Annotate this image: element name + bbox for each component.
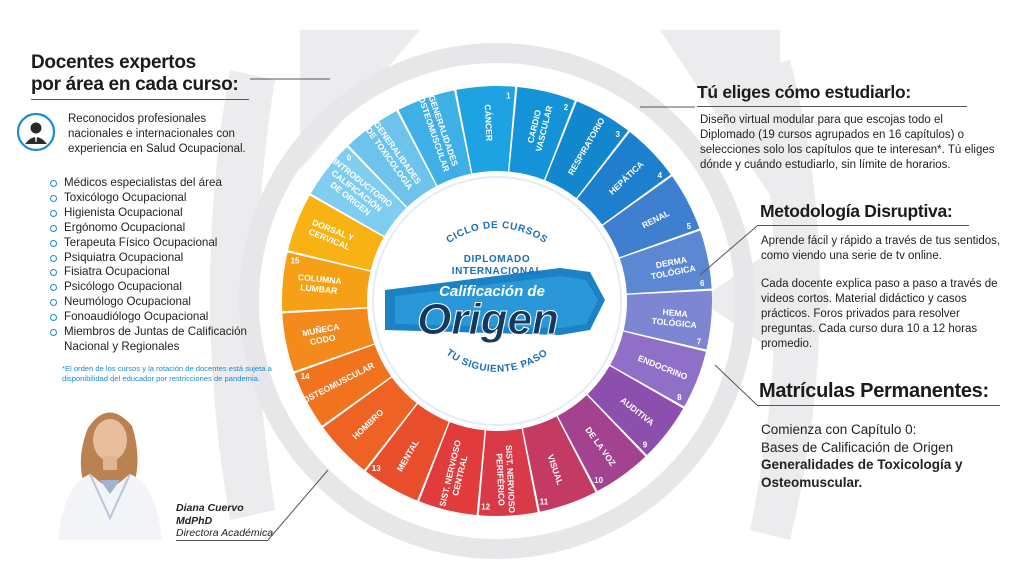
ring-label: SIST. NERVIOSOPERIFÉRICO: [494, 445, 517, 514]
ring-number: 8: [677, 393, 682, 402]
study-underline: [697, 106, 967, 107]
director-caption: Diana Cuervo MdPhD Directora Académica: [176, 502, 273, 540]
ring-segment: [323, 377, 417, 471]
specialist-item: Miembros de Juntas de Calificación: [50, 325, 280, 340]
center-line1: DIPLOMADO: [464, 254, 531, 265]
director-name: Diana Cuervo: [176, 502, 244, 514]
ring-number: 7: [697, 338, 702, 347]
experts-heading: Docentes expertos por área en cada curso…: [31, 52, 239, 96]
ring-segment: [623, 290, 712, 350]
center-emblem: [385, 268, 605, 335]
experts-heading-line1: Docentes expertos: [31, 52, 196, 73]
specialist-item: Psicólogo Ocupacional: [50, 280, 280, 295]
ring-segment: [398, 90, 472, 186]
study-text: Diseño virtual modular para que escojas …: [700, 114, 995, 171]
ring-number: 2: [564, 103, 569, 112]
person-icon: [16, 112, 56, 152]
ring-segment: [456, 86, 516, 174]
method-text-2: Cada docente explica paso a paso a travé…: [761, 278, 998, 350]
specialist-item: Neumólogo Ocupacional: [50, 295, 280, 310]
ring-segment: [610, 331, 706, 407]
center-line2: INTERNACIONAL: [452, 266, 543, 277]
method-underline: [757, 225, 969, 226]
ring-segment: [557, 395, 646, 492]
enroll-text: Comienza con Capítulo 0: Bases de Califi…: [761, 421, 1016, 491]
ring-segment: [478, 428, 538, 516]
ring-number: 1: [506, 91, 511, 100]
ring-number: 6: [700, 279, 705, 288]
ring-segment: [310, 146, 407, 236]
ring-label: COLUMNALUMBAR: [296, 272, 342, 296]
ring-number: 12: [481, 503, 490, 512]
ring-number: 5: [687, 222, 692, 231]
logo-big-text: Origen: [417, 295, 559, 344]
ring-segment: [294, 344, 392, 426]
experts-heading-line2: por área en cada curso:: [31, 74, 239, 95]
specialist-item: Nacional y Regionales: [64, 339, 180, 353]
ring-number: 15: [291, 256, 300, 265]
method-text-1: Aprende fácil y rápido a través de tus s…: [761, 235, 1001, 262]
ring-number: 11: [540, 498, 549, 507]
ring-segment: [419, 422, 485, 516]
specialist-item: Higienista Ocupacional: [50, 206, 280, 221]
ring-segment: [522, 416, 596, 512]
specialist-item: Fisiatra Ocupacional: [50, 265, 280, 280]
specialist-item: Psiquiatra Ocupacional: [50, 251, 280, 266]
ring-number: 14: [301, 372, 310, 381]
availability-note: *El orden de los cursos y la rotación de…: [62, 364, 272, 383]
enroll-bold2: Osteomuscular.: [761, 474, 863, 490]
ring-number: 9: [643, 440, 648, 449]
ring-number: 0: [347, 154, 352, 163]
logo-small-text: Calificación de: [439, 283, 545, 300]
logo-sub-text: Ocupacional: [521, 338, 576, 348]
enroll-heading: Matrículas Permanentes:: [759, 380, 989, 402]
enroll-line1: Comienza con Capítulo 0:: [761, 422, 917, 437]
ring-segment: [602, 176, 700, 258]
ring-segment: [348, 110, 437, 207]
specialist-item: Fonoaudiólogo Ocupacional: [50, 310, 280, 325]
experts-underline: [31, 99, 249, 100]
ring-segment: [545, 101, 629, 198]
ring-segment: [577, 131, 671, 225]
method-heading: Metodología Disruptiva:: [760, 201, 953, 221]
specialist-item: Ergónomo Ocupacional: [50, 221, 280, 236]
director-underline: [176, 540, 268, 541]
ring-number: 13: [372, 464, 381, 473]
ring-segment: [587, 366, 684, 456]
experts-intro: Reconocidos profesionales nacionales e i…: [68, 113, 246, 155]
ring-segment: [282, 308, 375, 372]
ring-segment: [282, 252, 371, 312]
director-photo: [50, 398, 168, 540]
enroll-line2: Bases de Calificación de Origen: [761, 439, 954, 455]
director-degree: MdPhD: [176, 514, 213, 527]
ring-segment: [509, 86, 575, 180]
director-role: Directora Académica: [176, 527, 274, 539]
ring-segment: [619, 230, 712, 294]
ring-label: CÁNCER: [483, 104, 495, 142]
study-heading: Tú eliges cómo estudiarlo:: [697, 82, 911, 102]
ring-number: 10: [594, 476, 603, 485]
enroll-underline: [757, 405, 1000, 406]
ring-number: 4: [658, 171, 663, 180]
specialist-item: Médicos especialistas del área: [50, 176, 280, 191]
specialist-item: Toxicólogo Ocupacional: [50, 191, 280, 206]
ring-segment: [365, 404, 449, 501]
ring-label: HEMATOLÓGICA: [651, 306, 698, 330]
ring-number: 3: [616, 130, 621, 139]
specialist-item: Terapeuta Físico Ocupacional: [50, 236, 280, 251]
enroll-bold1: Generalidades de Toxicología y: [761, 457, 963, 472]
ring-segment: [288, 195, 384, 271]
